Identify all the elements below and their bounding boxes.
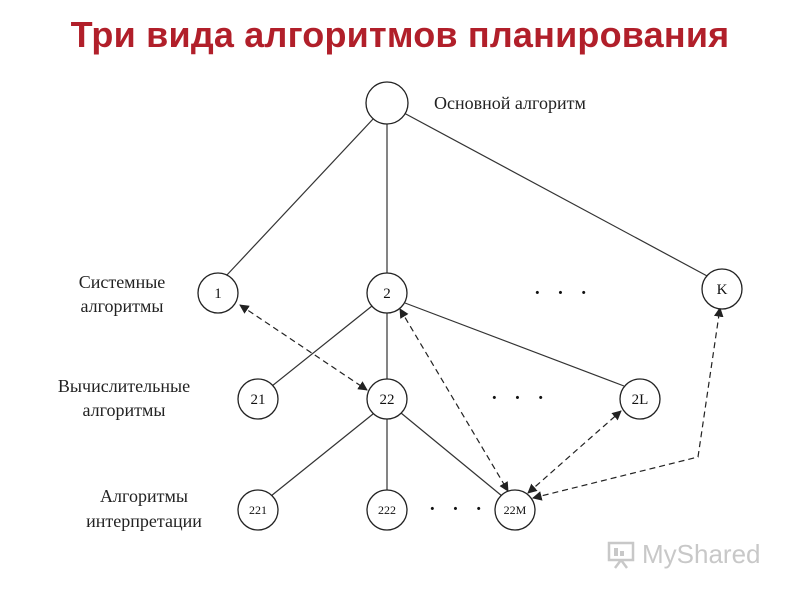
node-21: 21	[237, 378, 279, 420]
node-22-label: 22	[380, 392, 395, 408]
node-222: 222	[366, 489, 408, 531]
watermark-text: MyShared	[642, 538, 761, 569]
node-1: 1	[197, 272, 239, 314]
edge-22-22M	[400, 412, 503, 497]
presentation-icon	[607, 541, 635, 569]
node-K: K	[701, 268, 743, 310]
edge-22-221	[270, 413, 374, 497]
node-221-label: 221	[249, 503, 267, 517]
edge-2-21	[271, 305, 373, 387]
node-2-label: 2	[383, 286, 391, 302]
edge-root-1	[225, 117, 375, 277]
node-root	[365, 81, 409, 125]
ellipsis-level3: · · ·	[428, 494, 487, 523]
node-22M-label: 22M	[504, 503, 527, 517]
dashed-edge-22M-2L	[527, 410, 622, 494]
node-2L-label: 2L	[632, 392, 649, 408]
root-label: Основной алгоритм	[434, 93, 586, 113]
node-1-label: 1	[214, 286, 222, 302]
level-label-system-line1: Системные	[79, 272, 166, 292]
level-label-compute-line1: Вычислительные	[58, 376, 190, 396]
edge-root-K	[403, 112, 710, 278]
node-21-label: 21	[251, 392, 266, 408]
node-K-label: K	[717, 282, 728, 298]
dashed-edge-2-22M	[399, 308, 509, 492]
ellipsis-level1: · · ·	[533, 278, 592, 307]
dashed-edge-1-22	[239, 304, 368, 391]
node-22M: 22M	[494, 489, 536, 531]
level-label-system-line2: алгоритмы	[80, 296, 163, 316]
dashed-edge-22M-K	[532, 307, 724, 501]
watermark: MyShared	[606, 536, 776, 572]
node-22: 22	[366, 378, 408, 420]
node-222-label: 222	[378, 503, 396, 517]
page-title: Три вида алгоритмов планирования	[70, 14, 730, 55]
level-label-interp-line1: Алгоритмы	[100, 486, 188, 506]
node-2: 2	[366, 272, 408, 314]
level-label-interp-line2: интерпретации	[86, 511, 202, 531]
ellipsis-level2: · · ·	[490, 383, 549, 412]
node-221: 221	[237, 489, 279, 531]
level-label-compute-line2: алгоритмы	[82, 400, 165, 420]
node-2L: 2L	[619, 378, 661, 420]
